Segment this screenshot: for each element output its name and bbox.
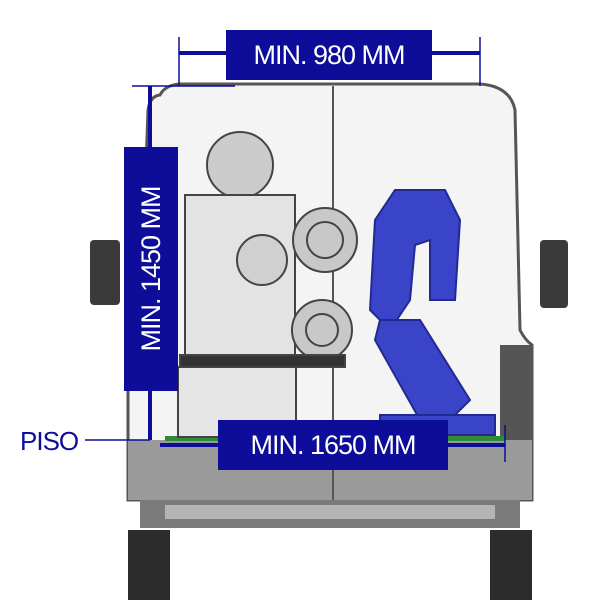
floor-label: PISO: [20, 426, 79, 456]
length-dimension-label: MIN. 1650 MM: [218, 420, 448, 470]
left-wheel: [128, 530, 170, 600]
height-dimension-label: MIN. 1450 MM: [124, 147, 178, 391]
step: [165, 505, 495, 519]
width-dimension-label: MIN. 980 MM: [226, 30, 432, 80]
right-wheel: [490, 530, 532, 600]
right-mirror: [540, 240, 568, 308]
left-mirror: [90, 240, 120, 305]
tail-light: [500, 345, 532, 440]
